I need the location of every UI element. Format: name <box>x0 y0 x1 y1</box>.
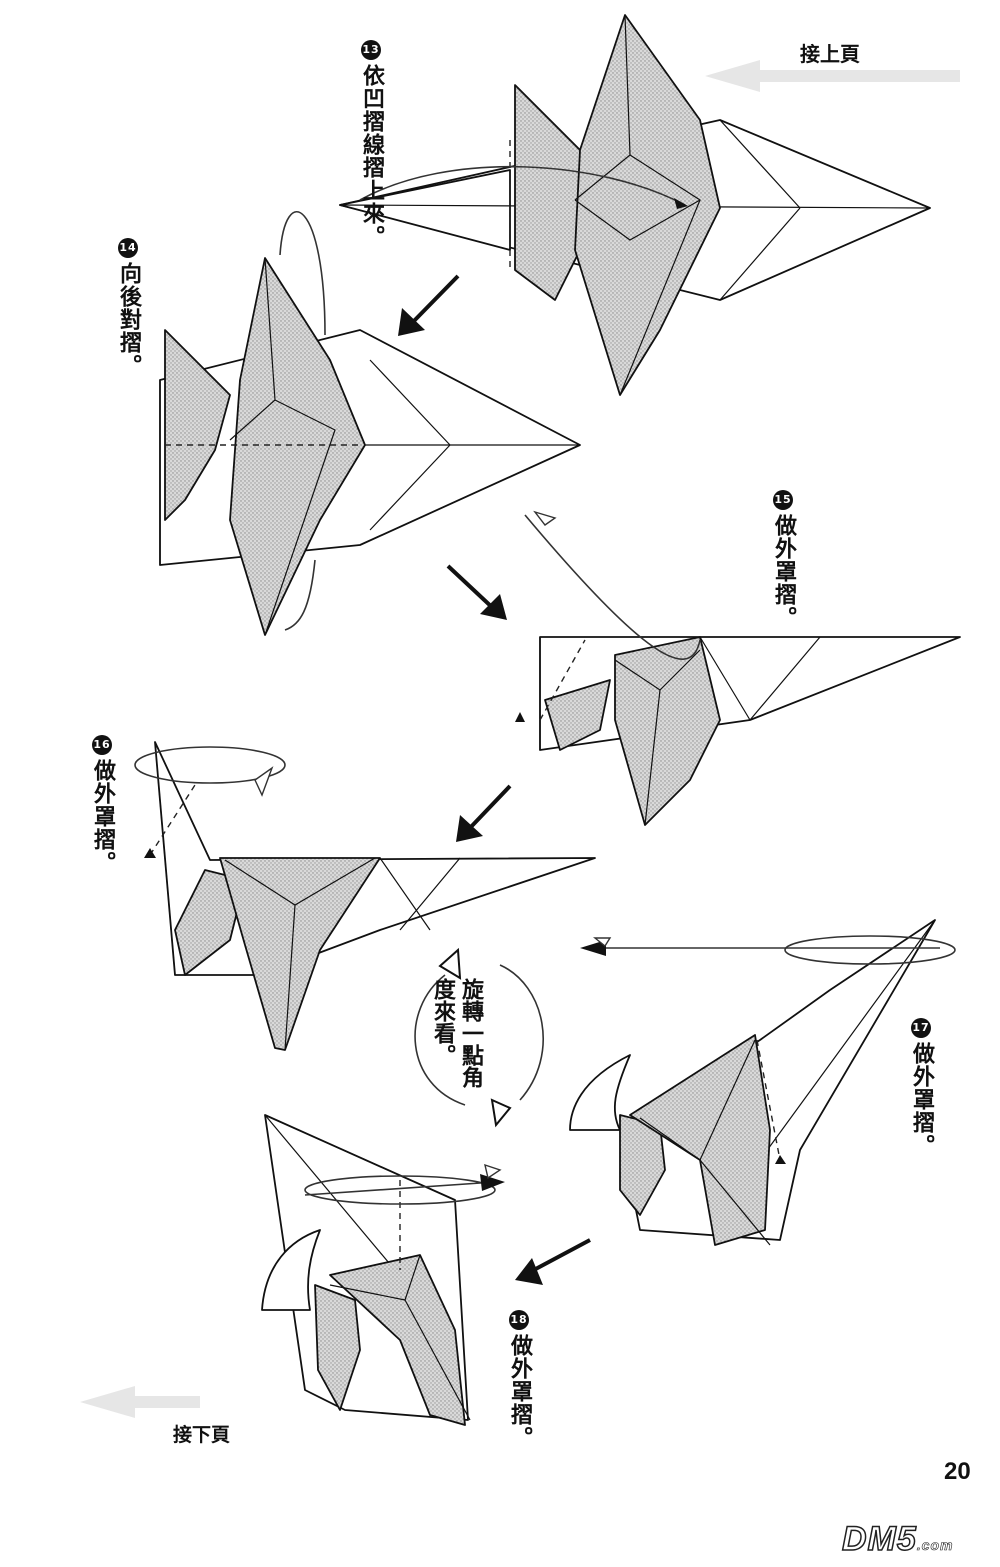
sequence-arrow-icon <box>456 784 512 842</box>
step-text: 做外罩摺。 <box>507 1334 532 1449</box>
step-number-badge: 17 <box>911 1018 931 1038</box>
step-number-badge: 16 <box>92 735 112 755</box>
step-number-badge: 15 <box>773 490 793 510</box>
continue-to-next-label: 接下頁 <box>173 1424 231 1446</box>
step-18-figure <box>261 1114 505 1426</box>
step-14-figure <box>159 210 581 636</box>
sequence-arrow-icon <box>446 564 507 620</box>
watermark-main: DM5 <box>841 1519 917 1559</box>
watermark-suffix: .com <box>916 1537 954 1554</box>
step-13-figure <box>339 14 931 396</box>
continue-from-prev-label: 接上頁 <box>800 42 860 66</box>
sequence-arrow-icon <box>515 1238 591 1285</box>
step-14-label: 14 向後對摺。 <box>115 238 141 377</box>
step-text: 做外罩摺。 <box>90 759 115 874</box>
step-number-badge: 14 <box>118 238 138 258</box>
step-18-label: 18 做外罩摺。 <box>506 1310 532 1449</box>
step-text: 做外罩摺。 <box>771 514 796 629</box>
site-watermark: DM5.com <box>841 1519 954 1559</box>
next-page-arrow-icon <box>80 1386 200 1418</box>
page-number: 20 <box>944 1458 971 1485</box>
rotate-view-icon <box>414 947 544 1128</box>
step-15-label: 15 做外罩摺。 <box>770 490 796 629</box>
step-text: 做外罩摺。 <box>909 1042 934 1157</box>
rotate-view-note: 旋轉一點角度來看。 <box>430 978 483 1088</box>
step-text: 依凹摺線摺上來。 <box>359 64 384 248</box>
step-number-badge: 18 <box>509 1310 529 1330</box>
step-16-label: 16 做外罩摺。 <box>89 735 115 874</box>
step-16-figure <box>134 741 596 1051</box>
step-15-figure <box>515 510 961 826</box>
step-text: 向後對摺。 <box>116 262 141 377</box>
step-13-label: 13 依凹摺線摺上來。 <box>358 40 384 248</box>
sequence-arrow-icon <box>398 274 460 336</box>
step-number-badge: 13 <box>361 40 381 60</box>
prev-page-arrow-icon <box>705 60 960 92</box>
step-17-figure <box>569 919 956 1246</box>
step-17-label: 17 做外罩摺。 <box>908 1018 934 1157</box>
